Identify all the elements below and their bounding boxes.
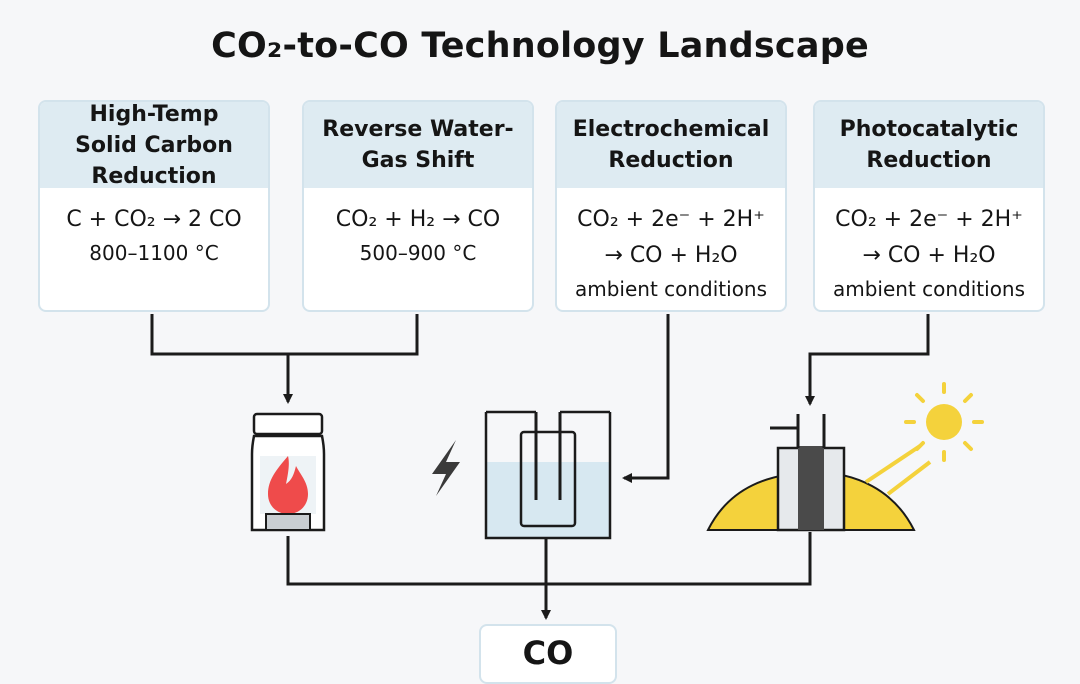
photoreactor-icon: [706, 414, 932, 532]
reaction-equation: CO₂ + 2e⁻ + 2H⁺ → CO + H₂O: [835, 207, 1023, 268]
card-reverse-water-gas-shift: Reverse Water- Gas Shift CO₂ + H₂ → CO 5…: [302, 100, 534, 312]
furnace-icon: [250, 412, 326, 532]
card-title: Reverse Water- Gas Shift: [304, 102, 532, 188]
sun-icon: [904, 382, 984, 462]
reaction-conditions: ambient conditions: [832, 277, 1026, 301]
diagram-title: CO₂-to-CO Technology Landscape: [211, 26, 869, 66]
card-high-temp-solid-carbon: High-Temp Solid Carbon Reduction C + CO₂…: [38, 100, 270, 312]
reaction-equation: C + CO₂ → 2 CO: [66, 207, 242, 232]
reaction-conditions: 800–1100 °C: [89, 241, 219, 265]
flame-icon: [268, 456, 308, 514]
arrow-to-photoreactor: [805, 314, 930, 406]
arrow-to-electrolysis-cell: [622, 314, 670, 483]
reaction-equation: CO₂ + 2e⁻ + 2H⁺ → CO + H₂O: [577, 207, 765, 268]
connector-product-collector: [286, 532, 812, 586]
card-title: Photocatalytic Reduction: [815, 102, 1043, 188]
card-title: High-Temp Solid Carbon Reduction: [40, 102, 268, 189]
reaction-equation: CO₂ + H₂ → CO: [335, 207, 501, 232]
connector-thermal-merge: [150, 314, 419, 356]
card-electrochemical-reduction: Electrochemical Reduction CO₂ + 2e⁻ + 2H…: [555, 100, 787, 312]
lightning-icon: [432, 440, 460, 496]
product-co-box: CO: [479, 624, 617, 684]
reaction-conditions: 500–900 °C: [359, 241, 477, 265]
card-photocatalytic-reduction: Photocatalytic Reduction CO₂ + 2e⁻ + 2H⁺…: [813, 100, 1045, 312]
flow-diagram: [150, 314, 984, 620]
reaction-conditions: ambient conditions: [574, 277, 768, 301]
card-title: Electrochemical Reduction: [557, 102, 785, 188]
electrolysis-cell-icon: [484, 410, 612, 540]
